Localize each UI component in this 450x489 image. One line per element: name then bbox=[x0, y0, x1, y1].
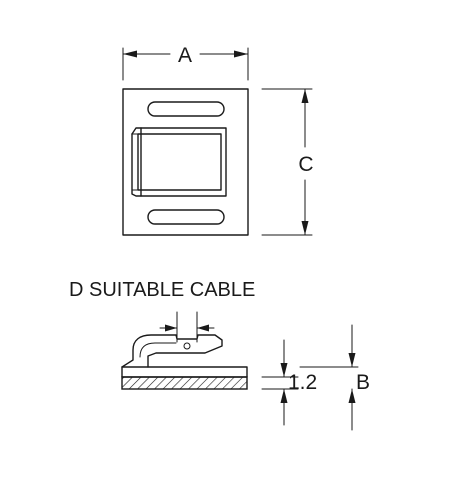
cable-note-label: D SUITABLE CABLE bbox=[69, 279, 255, 301]
dim-thickness-label: 1.2 bbox=[288, 371, 317, 394]
cable-bridge-left-edge bbox=[131, 133, 142, 197]
base-plate-outline bbox=[122, 88, 249, 236]
top-view: A C bbox=[122, 44, 314, 236]
dim-thk-arrow-top bbox=[280, 363, 288, 377]
dim-a-arrow-right bbox=[234, 50, 248, 58]
dim-d-arrow-left bbox=[165, 324, 177, 332]
lower-slot bbox=[147, 209, 225, 225]
dimension-thickness: 1.2 bbox=[261, 339, 317, 426]
cable-bridge-outer bbox=[140, 127, 227, 197]
mount-body-profile bbox=[121, 334, 223, 368]
adhesive-layer-hatched bbox=[121, 376, 248, 390]
dim-b-label: B bbox=[356, 371, 370, 394]
cable-bridge-corner bbox=[131, 127, 142, 135]
side-base-plate bbox=[121, 366, 248, 378]
dim-c-label: C bbox=[298, 153, 313, 176]
dimension-a: A bbox=[122, 44, 249, 81]
mount-hook-inner bbox=[139, 342, 177, 358]
dim-d-arrow-right bbox=[197, 324, 209, 332]
dim-thk-arrow-bottom bbox=[280, 389, 288, 403]
dimension-c: C bbox=[261, 88, 314, 236]
dim-a-label: A bbox=[178, 44, 192, 67]
dim-c-arrow-top bbox=[301, 89, 309, 103]
cable-bridge-inner bbox=[137, 133, 222, 191]
dim-a-arrow-left bbox=[123, 50, 137, 58]
dim-b-arrow-bottom bbox=[348, 389, 356, 403]
upper-slot bbox=[147, 101, 225, 117]
cable-hole-marker bbox=[183, 342, 191, 350]
dim-c-arrow-bottom bbox=[301, 221, 309, 235]
side-view: D SUITABLE CABLE 1.2 bbox=[69, 279, 370, 431]
dim-b-arrow-top bbox=[348, 353, 356, 367]
dimension-b: B bbox=[299, 324, 370, 431]
